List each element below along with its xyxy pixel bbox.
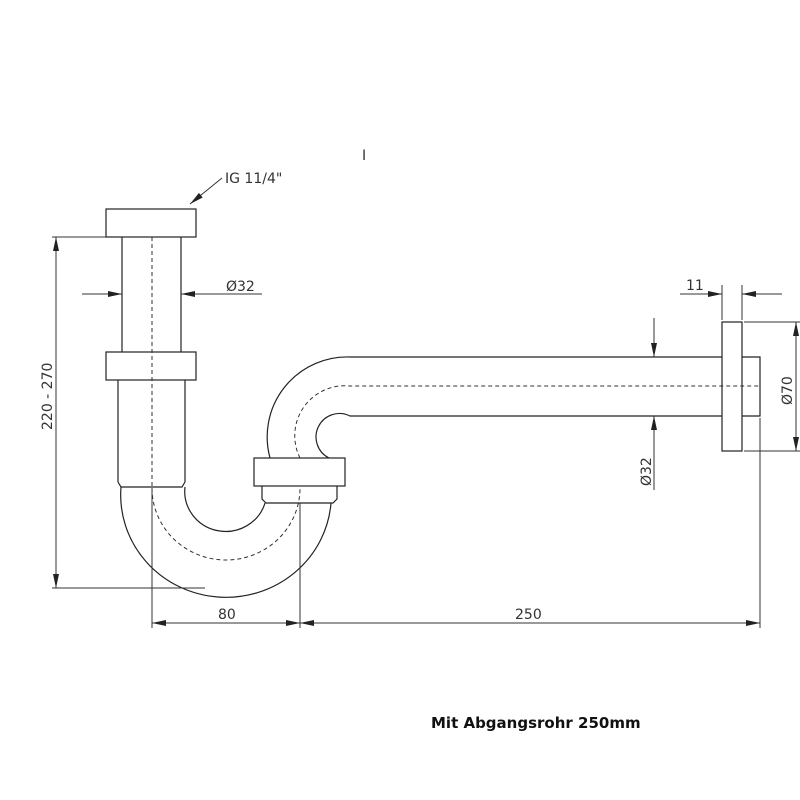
length-dim-label: 250 — [515, 607, 542, 623]
caption: Mit Abgangsrohr 250mm — [431, 714, 641, 732]
height-range-label: 220 - 270 — [40, 363, 56, 430]
thread-leader — [189, 177, 223, 205]
u-bend — [120, 486, 332, 598]
outlet-nut — [253, 457, 346, 487]
flange-diameter-label: Ø70 — [780, 376, 796, 405]
flange-thickness-label: 11 — [686, 278, 704, 294]
inlet-diameter-label: Ø32 — [226, 279, 255, 295]
outlet-pipe — [266, 321, 761, 459]
outlet-diameter-label: Ø32 — [639, 457, 655, 486]
wall-flange — [721, 321, 743, 452]
outlet-ring — [261, 486, 338, 504]
middle-nut — [105, 351, 197, 381]
marker-text: I — [362, 148, 366, 164]
offset-dim-label: 80 — [218, 607, 236, 623]
inlet-assembly — [105, 208, 197, 488]
top-cap — [105, 208, 197, 238]
thread-label: IG 11/4" — [225, 171, 282, 187]
